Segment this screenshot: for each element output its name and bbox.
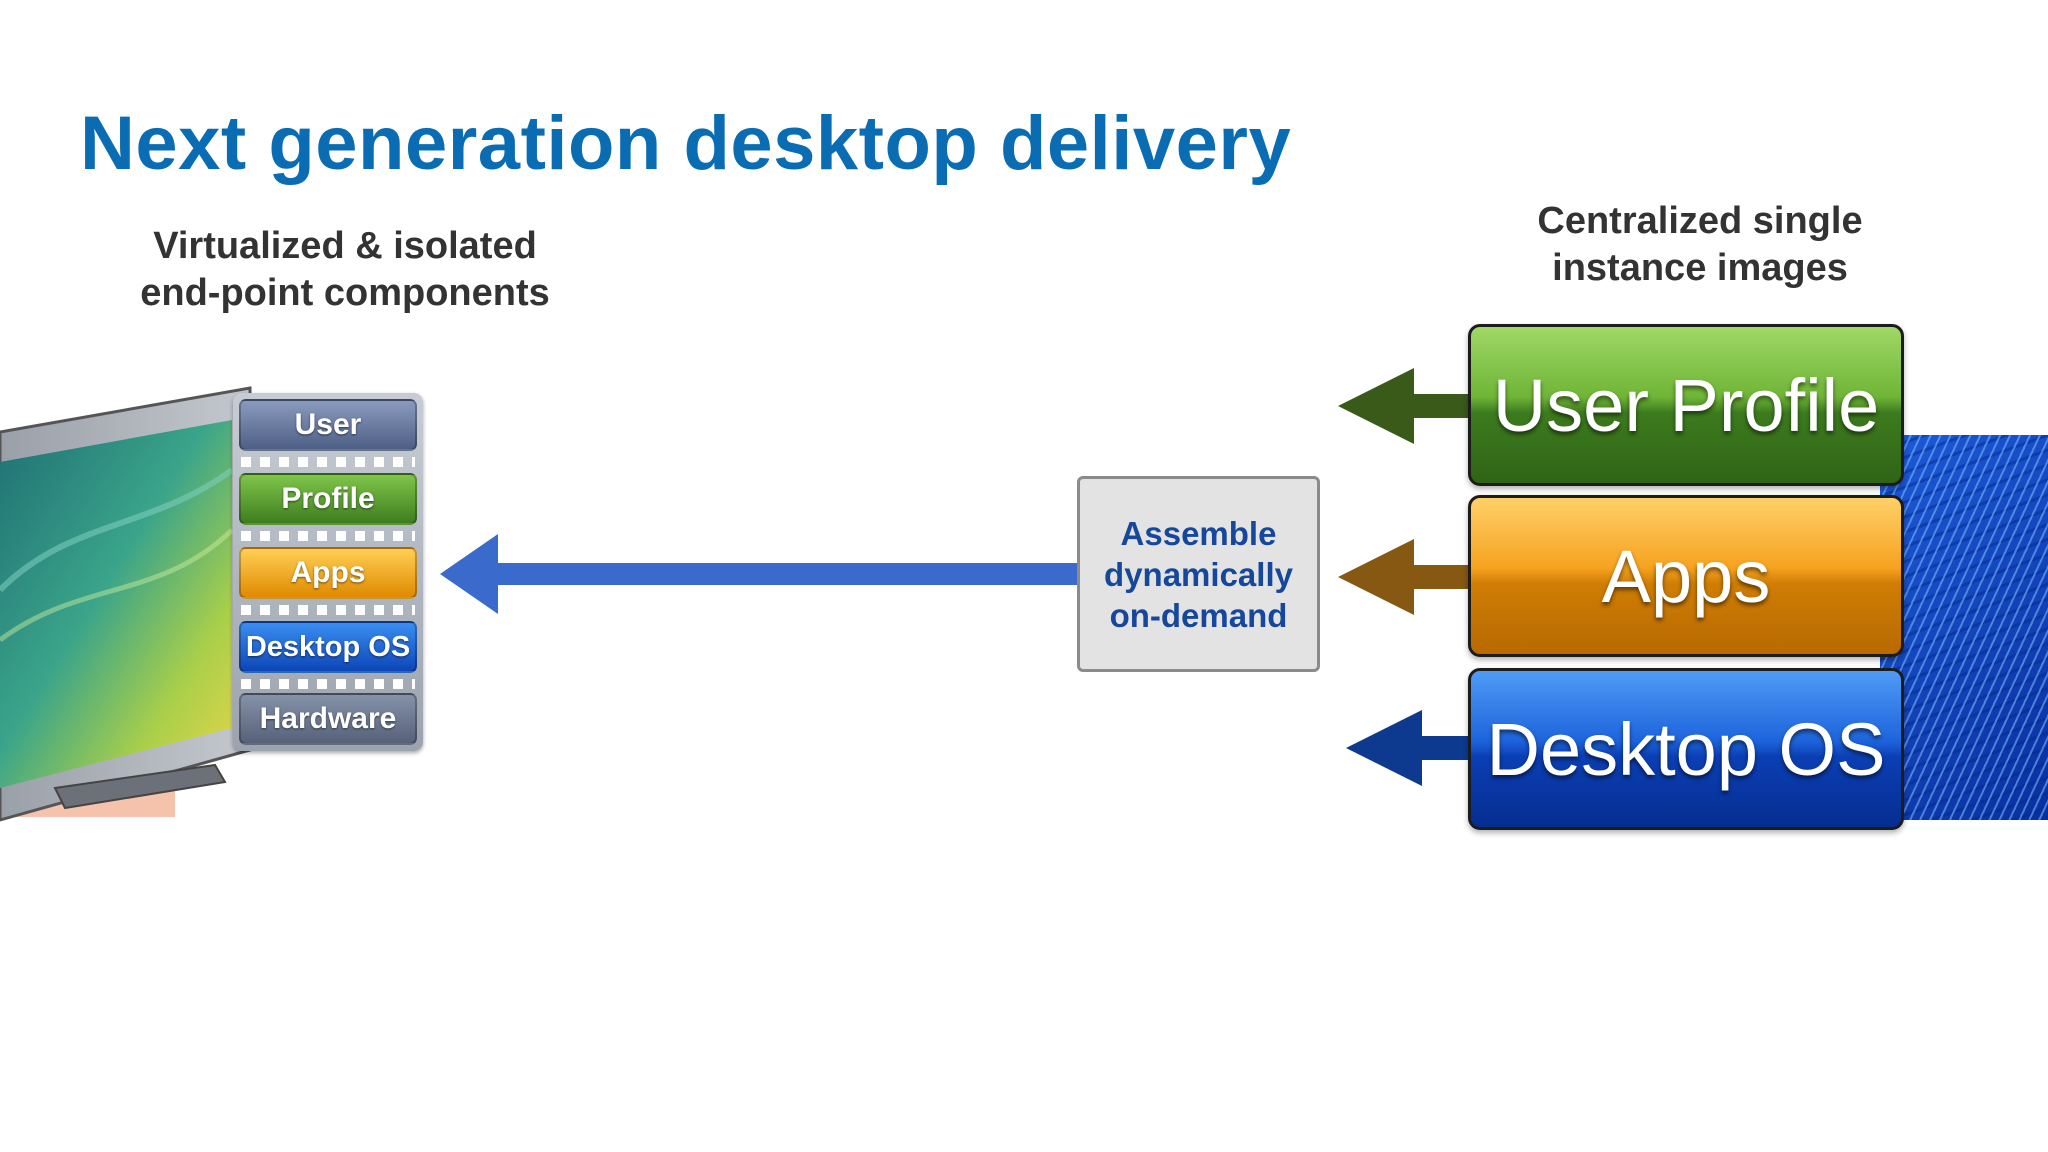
assemble-line-2: dynamically (1104, 555, 1293, 593)
layer-apps: Apps (239, 547, 417, 599)
image-apps: Apps (1468, 495, 1904, 657)
left-caption-line-1: Virtualized & isolated (153, 225, 537, 267)
image-user-profile: User Profile (1468, 324, 1904, 486)
left-caption: Virtualized & isolated end-point compone… (90, 223, 600, 317)
left-caption-line-2: end-point components (140, 272, 550, 314)
monitor-icon (0, 386, 252, 822)
separator-dots (241, 605, 415, 615)
right-caption-line-2: instance images (1552, 247, 1848, 289)
assemble-box: Assemble dynamically on-demand (1077, 476, 1320, 672)
layer-user: User (239, 399, 417, 451)
right-caption: Centralized single instance images (1480, 198, 1920, 292)
layer-hardware: Hardware (239, 693, 417, 745)
profile-arrow (1338, 368, 1473, 444)
separator-dots (241, 679, 415, 689)
apps-arrow (1338, 539, 1473, 615)
separator-dots (241, 531, 415, 541)
assemble-text: Assemble dynamically on-demand (1104, 513, 1293, 636)
right-caption-line-1: Centralized single (1537, 200, 1863, 242)
layer-desktop-os: Desktop OS (239, 621, 417, 673)
layer-profile: Profile (239, 473, 417, 525)
delivery-arrow (440, 534, 1080, 614)
endpoint-layer-stack: User Profile Apps Desktop OS Hardware (233, 393, 423, 751)
image-desktop-os: Desktop OS (1468, 668, 1904, 830)
slide-title: Next generation desktop delivery (80, 101, 1292, 186)
assemble-line-1: Assemble (1120, 514, 1277, 552)
datacenter-backdrop (1880, 435, 2048, 820)
separator-dots (241, 457, 415, 467)
assemble-line-3: on-demand (1109, 596, 1288, 634)
desktop-os-arrow (1346, 710, 1476, 786)
